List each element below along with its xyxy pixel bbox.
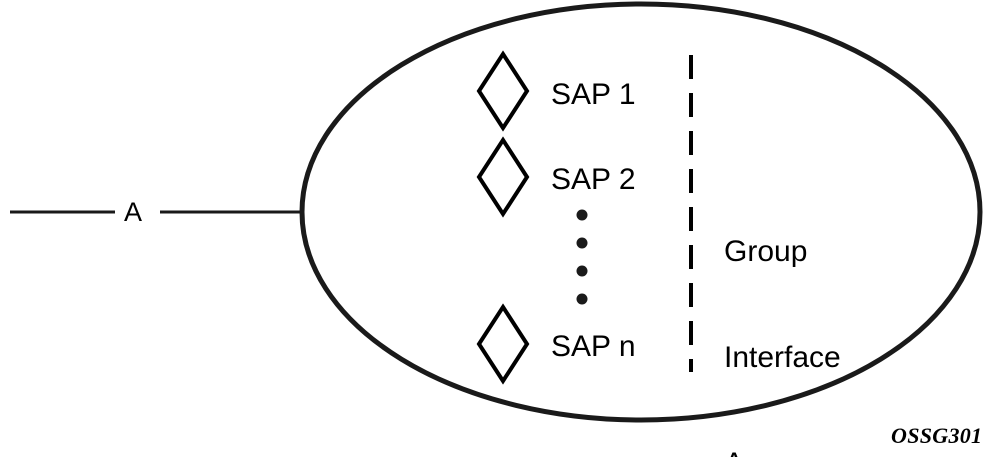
sap-1-diamond-icon [476, 50, 530, 132]
figure-id-label: OSSG301 [891, 423, 983, 448]
sap-2-diamond-icon [476, 136, 530, 218]
sap-n-diamond-icon [476, 303, 530, 385]
group-interface-label-line-3: A [724, 446, 841, 457]
group-interface-label: Group Interface A [724, 163, 841, 457]
access-link-label: A [124, 197, 143, 227]
sap-2-label: SAP 2 [551, 163, 636, 196]
group-interface-label-line-1: Group [724, 234, 808, 268]
sap-continuation-dots-icon [576, 209, 588, 305]
sap-1-label: SAP 1 [551, 78, 636, 111]
group-interface-label-line-2: Interface [724, 340, 841, 374]
sap-n-label: SAP n [551, 330, 636, 363]
subscriber-interface-ellipse [299, 1, 983, 423]
